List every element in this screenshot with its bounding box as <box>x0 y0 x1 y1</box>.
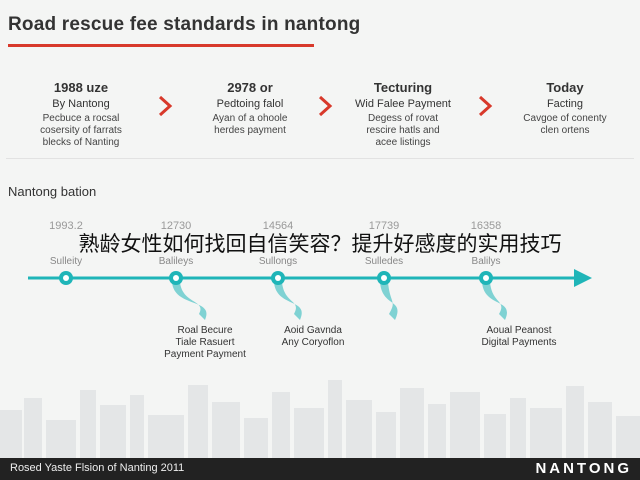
stage-desc-line: acee listings <box>375 137 431 148</box>
timeline-label: Balileys <box>158 256 194 267</box>
stage-heading: Tecturing <box>373 80 433 95</box>
city-skyline <box>0 380 640 458</box>
stage-desc-line: blecks of Nanting <box>42 137 120 148</box>
section-title: Nantong bation <box>8 184 97 199</box>
timeline-year: 16358 <box>470 220 502 232</box>
timeline-node-center <box>173 275 179 281</box>
stage-sub: Facting <box>546 98 584 110</box>
timeline-note-line: Roal Becure <box>177 325 233 336</box>
timeline-year: 17739 <box>368 220 400 232</box>
timeline-label: Balilys <box>471 256 501 267</box>
chevron-right-icon <box>318 95 333 117</box>
timeline-connector <box>380 282 398 320</box>
timeline-note: Roal Becure Tiale Rasuert Payment Paymen… <box>130 325 280 361</box>
stage-sub: By Nantong <box>52 98 110 110</box>
timeline-note-line: Digital Payments <box>481 337 557 348</box>
overlay-caption: 熟龄女性如何找回自信笑容？提升好感度的实用技巧 <box>78 232 562 256</box>
timeline-note-line: Any Coryoflon <box>281 337 345 348</box>
stage-desc-line: cosersity of farrats <box>40 125 122 136</box>
timeline-connector <box>482 282 507 320</box>
chevron-right-icon <box>158 95 173 117</box>
timeline-note-line: Aoual Peanost <box>486 325 552 336</box>
timeline <box>28 269 592 320</box>
stage-sub: Pedtoing falol <box>216 98 284 110</box>
timeline-note-line: Aoid Gavnda <box>284 325 342 336</box>
timeline-note: Aoual Peanost Digital Payments <box>444 325 594 349</box>
stage-heading: Today <box>546 80 584 95</box>
timeline-node-center <box>381 275 387 281</box>
page-title: Road rescue fee standards in nantong <box>8 14 361 35</box>
stage-desc-line: Pecbuce a rocsal <box>42 113 120 124</box>
timeline-label: Sulledes <box>364 256 404 267</box>
section-divider <box>6 158 634 159</box>
chevron-right-icon <box>478 95 493 117</box>
footer-caption: Rosed Yaste Flsion of Nanting 2011 <box>10 462 185 474</box>
timeline-node-center <box>63 275 69 281</box>
stage-desc-line: clen ortens <box>540 125 590 136</box>
timeline-note-line: Tiale Rasuert <box>175 337 235 348</box>
timeline-year: 12730 <box>160 220 192 232</box>
timeline-arrowhead <box>574 269 592 287</box>
stage-2: 2978 or Pedtoing falol Ayan of a ohoole … <box>181 80 319 136</box>
title-underline <box>8 44 314 47</box>
timeline-node-center <box>275 275 281 281</box>
timeline-label: Sullongs <box>258 256 298 267</box>
timeline-note: Aoid Gavnda Any Coryoflon <box>238 325 388 349</box>
timeline-connector <box>172 282 207 320</box>
stage-1: 1988 uze By Nantong Pecbuce a rocsal cos… <box>12 80 150 148</box>
timeline-node-center <box>483 275 489 281</box>
timeline-label: Sulleity <box>49 256 83 267</box>
stage-4: Today Facting Cavgoe of conenty clen ort… <box>496 80 634 136</box>
stage-sub: Wid Falee Payment <box>355 98 451 110</box>
timeline-year: 1993.2 <box>49 220 83 232</box>
stage-heading: 1988 uze <box>53 80 109 95</box>
stage-desc-line: Degess of rovat <box>367 113 439 124</box>
stage-desc-line: Cavgoe of conenty <box>523 113 607 124</box>
footer-bar: Rosed Yaste Flsion of Nanting 2011 NANTO… <box>0 458 640 480</box>
stage-desc-line: herdes payment <box>214 125 286 136</box>
stage-3: Tecturing Wid Falee Payment Degess of ro… <box>334 80 472 148</box>
footer-brand: NANTONG <box>535 460 632 477</box>
stage-heading: 2978 or <box>227 80 273 95</box>
stage-desc-line: Ayan of a ohoole <box>212 113 288 124</box>
timeline-connector <box>274 282 302 320</box>
timeline-year: 14564 <box>262 220 294 232</box>
timeline-note-line: Payment Payment <box>164 349 246 360</box>
stage-desc-line: rescire hatls and <box>366 125 440 136</box>
